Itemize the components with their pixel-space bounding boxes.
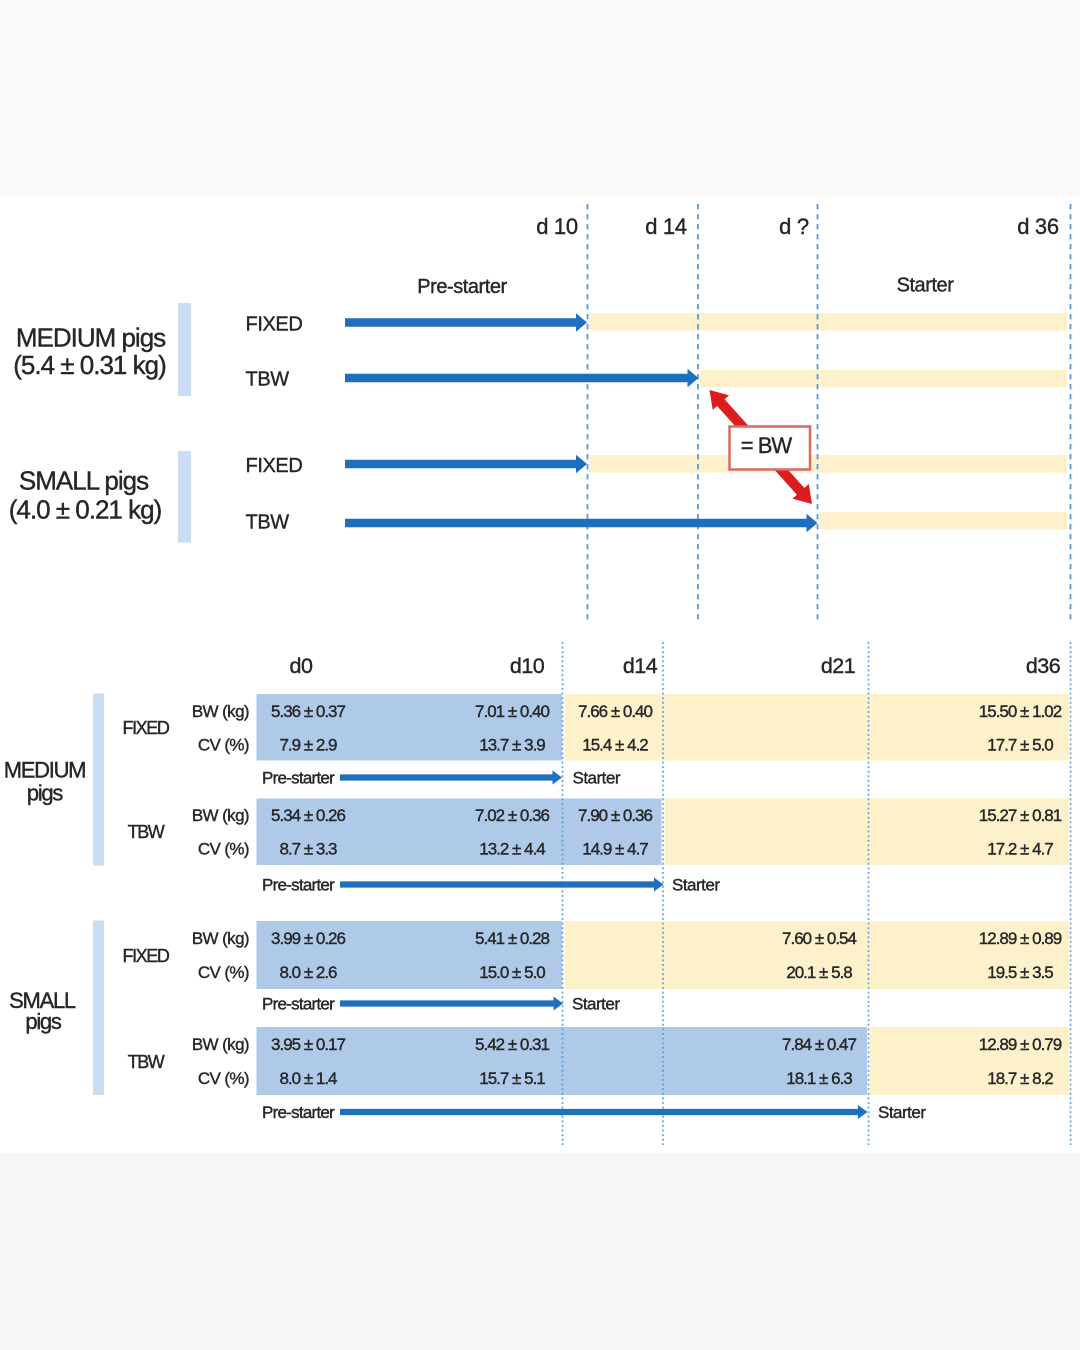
svg-text:Starter: Starter [878,1103,926,1122]
svg-text:BW (kg): BW (kg) [192,806,249,825]
svg-text:BW (kg): BW (kg) [192,929,249,948]
svg-text:BW (kg): BW (kg) [192,1035,249,1054]
svg-text:15.27 ± 0.81: 15.27 ± 0.81 [979,806,1062,825]
svg-text:8.0 ± 2.6: 8.0 ± 2.6 [279,963,337,982]
svg-text:MEDIUM: MEDIUM [4,757,85,782]
svg-text:7.9 ± 2.9: 7.9 ± 2.9 [279,736,337,755]
svg-text:7.01 ± 0.40: 7.01 ± 0.40 [475,702,549,721]
svg-text:7.90 ± 0.36: 7.90 ± 0.36 [578,806,652,825]
svg-text:pigs: pigs [25,1009,61,1034]
svg-text:3.95 ± 0.17: 3.95 ± 0.17 [271,1035,345,1054]
svg-text:15.4 ± 4.2: 15.4 ± 4.2 [582,736,648,755]
svg-text:d 14: d 14 [645,214,687,239]
svg-text:12.89 ± 0.79: 12.89 ± 0.79 [979,1035,1062,1054]
svg-text:14.9 ± 4.7: 14.9 ± 4.7 [582,840,648,859]
svg-text:18.7 ± 8.2: 18.7 ± 8.2 [987,1069,1053,1088]
svg-text:(4.0 ± 0.21 kg): (4.0 ± 0.21 kg) [9,495,162,525]
svg-text:Pre-starter: Pre-starter [262,769,335,788]
svg-text:8.0 ± 1.4: 8.0 ± 1.4 [279,1069,337,1088]
svg-text:SMALL: SMALL [9,988,76,1013]
svg-text:d 10: d 10 [536,214,578,239]
svg-text:TBW: TBW [246,368,290,390]
svg-text:7.66 ± 0.40: 7.66 ± 0.40 [578,702,652,721]
svg-text:5.42 ± 0.31: 5.42 ± 0.31 [475,1035,549,1054]
svg-text:5.34 ± 0.26: 5.34 ± 0.26 [271,806,345,825]
svg-text:7.60 ± 0.54: 7.60 ± 0.54 [782,929,856,948]
svg-text:13.2 ± 4.4: 13.2 ± 4.4 [479,840,545,859]
svg-text:18.1 ± 6.3: 18.1 ± 6.3 [786,1069,852,1088]
svg-text:17.2 ± 4.7: 17.2 ± 4.7 [987,840,1053,859]
svg-text:Starter: Starter [572,995,620,1014]
svg-text:Starter: Starter [897,275,955,297]
svg-text:FIXED: FIXED [246,455,303,477]
svg-text:d21: d21 [821,654,855,678]
svg-text:CV (%): CV (%) [198,736,249,755]
svg-text:d0: d0 [290,654,313,678]
svg-text:CV (%): CV (%) [198,1069,249,1088]
svg-text:CV (%): CV (%) [198,963,249,982]
svg-text:(5.4 ± 0.31 kg): (5.4 ± 0.31 kg) [13,350,166,380]
svg-text:d14: d14 [623,654,658,678]
svg-text:TBW: TBW [246,511,290,533]
svg-text:CV (%): CV (%) [198,840,249,859]
svg-text:15.7 ± 5.1: 15.7 ± 5.1 [479,1069,545,1088]
svg-text:= BW: = BW [741,433,793,458]
svg-text:d36: d36 [1026,654,1061,678]
svg-text:8.7 ± 3.3: 8.7 ± 3.3 [279,840,337,859]
svg-text:5.36 ± 0.37: 5.36 ± 0.37 [271,702,345,721]
svg-text:7.84 ± 0.47: 7.84 ± 0.47 [782,1035,856,1054]
svg-text:TBW: TBW [128,1052,165,1072]
svg-text:pigs: pigs [27,781,63,806]
svg-text:12.89 ± 0.89: 12.89 ± 0.89 [979,929,1062,948]
svg-text:MEDIUM pigs: MEDIUM pigs [16,323,166,353]
svg-text:BW (kg): BW (kg) [192,702,249,721]
svg-text:TBW: TBW [128,822,165,842]
svg-text:FIXED: FIXED [122,946,169,966]
svg-text:Pre-starter: Pre-starter [262,995,335,1014]
svg-text:15.50 ± 1.02: 15.50 ± 1.02 [979,702,1062,721]
svg-text:SMALL pigs: SMALL pigs [19,466,149,496]
svg-text:15.0 ± 5.0: 15.0 ± 5.0 [479,963,545,982]
svg-text:d ?: d ? [779,214,809,239]
svg-text:5.41 ± 0.28: 5.41 ± 0.28 [475,929,549,948]
svg-text:3.99 ± 0.26: 3.99 ± 0.26 [271,929,345,948]
svg-text:7.02 ± 0.36: 7.02 ± 0.36 [475,806,549,825]
svg-text:20.1 ± 5.8: 20.1 ± 5.8 [786,963,852,982]
svg-text:Pre-starter: Pre-starter [262,876,335,895]
svg-text:d10: d10 [510,654,545,678]
svg-text:19.5 ± 3.5: 19.5 ± 3.5 [987,963,1053,982]
svg-text:Pre-starter: Pre-starter [262,1103,335,1122]
svg-text:Pre-starter: Pre-starter [417,276,507,298]
svg-text:17.7 ± 5.0: 17.7 ± 5.0 [987,736,1053,755]
svg-text:FIXED: FIXED [122,718,169,738]
svg-text:13.7 ± 3.9: 13.7 ± 3.9 [479,736,545,755]
svg-text:Starter: Starter [672,876,720,895]
svg-text:d 36: d 36 [1017,214,1059,239]
svg-text:Starter: Starter [573,769,621,788]
svg-text:FIXED: FIXED [246,313,303,335]
